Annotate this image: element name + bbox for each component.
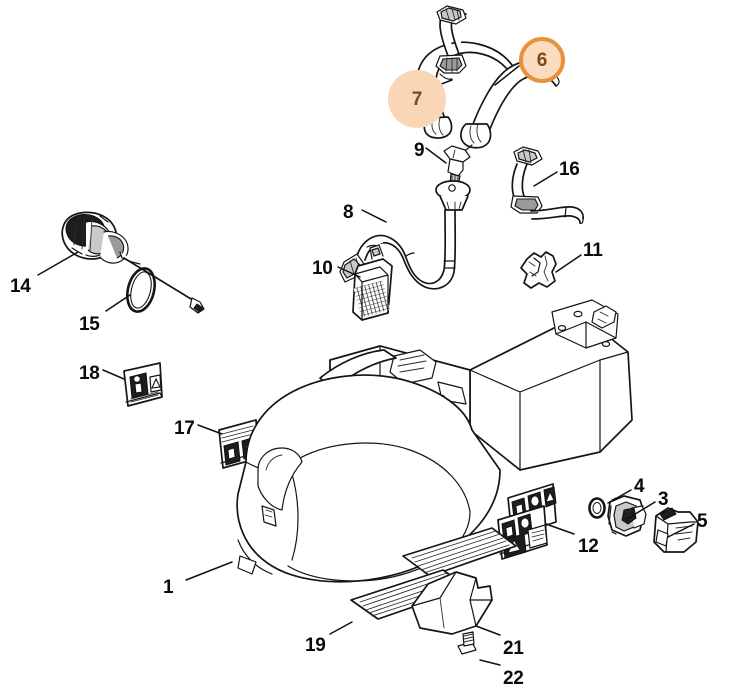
callout-17: 17 (174, 418, 195, 439)
leader-line-17 (197, 424, 223, 435)
callout-7[interactable]: 7 (388, 70, 446, 128)
callout-19: 19 (305, 635, 326, 656)
part-15-o-ring (126, 267, 156, 313)
leader-line-6 (494, 65, 520, 86)
part-5-cap-handle (653, 507, 699, 553)
callout-4: 4 (634, 476, 645, 497)
leader-line-3 (626, 501, 656, 520)
leader-line-4 (607, 489, 632, 504)
callout-3: 3 (658, 489, 669, 510)
leader-line-10 (337, 266, 361, 278)
callout-18: 18 (79, 363, 100, 384)
part-3-fuel-cap-body (607, 495, 647, 537)
callout-1: 1 (163, 577, 174, 598)
callout-15: 15 (79, 314, 100, 335)
part-1-tank-housing (236, 299, 633, 583)
callout-6[interactable]: 6 (519, 37, 565, 83)
part-12-pictogram-decals (497, 483, 557, 560)
part-9-elbow-connector (443, 144, 473, 187)
part-4-o-ring (588, 497, 606, 519)
callout-16: 16 (559, 159, 580, 180)
leader-line-1 (185, 561, 233, 581)
part-8-fuel-line (339, 209, 457, 290)
callout-8: 8 (343, 202, 354, 223)
part-14-oil-pump (61, 211, 205, 314)
callout-14: 14 (10, 276, 31, 297)
callout-10: 10 (312, 258, 333, 279)
leader-line-14 (37, 251, 79, 276)
leader-line-9 (425, 147, 447, 164)
callout-5: 5 (697, 511, 708, 532)
part-10-fuel-filter (352, 244, 393, 321)
leader-line-11 (555, 254, 582, 273)
leader-line-8 (361, 209, 387, 223)
part-11-buffer-element (520, 251, 557, 289)
callout-21: 21 (503, 638, 524, 659)
leader-line-5 (667, 523, 695, 538)
callout-12: 12 (578, 536, 599, 557)
leader-line-18 (102, 369, 125, 380)
tank-vent-body (435, 180, 471, 211)
callout-9: 9 (414, 140, 425, 161)
part-22-screw (457, 631, 477, 655)
leader-line-16 (533, 171, 558, 187)
part-16-oil-hose (510, 146, 584, 224)
leader-line-12 (545, 523, 575, 535)
callout-11: 11 (583, 240, 603, 261)
top-hose-fitting (435, 5, 467, 80)
leader-line-22 (479, 659, 501, 666)
part-21-chain-catcher (411, 571, 493, 635)
part-18-warning-label (123, 362, 163, 407)
leader-line-19 (329, 621, 353, 635)
callout-22: 22 (503, 668, 524, 689)
leader-lines (37, 65, 695, 666)
leader-line-21 (475, 625, 501, 636)
leader-line-15 (105, 294, 131, 312)
